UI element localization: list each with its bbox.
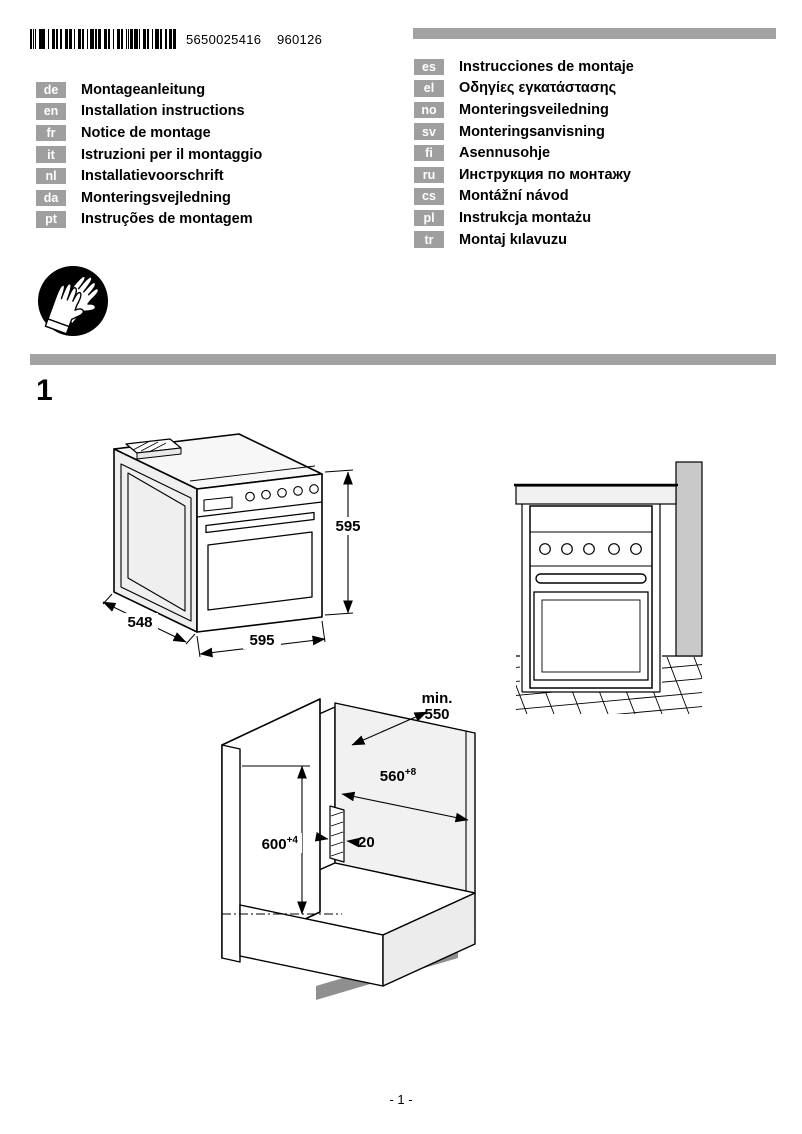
language-list-right: es Instrucciones de montaje el Οδηγίες ε… <box>414 56 634 250</box>
language-code-badge: pt <box>36 211 66 228</box>
figure-number: 1 <box>36 374 53 407</box>
oven-isometric-drawing: 595 595 548 <box>102 433 365 658</box>
language-row: es Instrucciones de montaje <box>414 56 634 78</box>
language-code-badge: tr <box>414 231 444 248</box>
gloves-illustration <box>44 275 100 335</box>
language-code-badge: it <box>36 146 66 163</box>
language-code-badge: ru <box>414 166 444 184</box>
oven-terminal-box <box>125 438 182 460</box>
control-panel-edge <box>196 501 323 518</box>
protective-gloves-icon <box>38 266 108 336</box>
niche-back-panel <box>334 702 476 894</box>
installation-drawings: 595 595 548 <box>102 433 703 1000</box>
language-title: Instruções de montagem <box>81 211 253 228</box>
language-row: fr Notice de montage <box>36 122 262 144</box>
installed-oven-door <box>533 591 649 681</box>
language-code-badge: sv <box>414 123 444 140</box>
installed-oven-drawing <box>514 461 703 714</box>
language-title: Istruzioni per il montaggio <box>81 146 263 163</box>
language-code-badge: es <box>414 58 444 76</box>
language-row: cs Montážní návod <box>414 186 634 208</box>
dim-rear-gap-label: 20 <box>358 834 375 851</box>
language-code-badge: nl <box>36 167 66 185</box>
oven-front-face <box>196 473 323 633</box>
page-number: - 1 - <box>389 1092 413 1107</box>
installed-oven-front <box>529 505 653 689</box>
countertop <box>515 485 677 505</box>
language-code-badge: fr <box>36 124 66 142</box>
dim-niche-height-label: 600+4 <box>262 835 299 853</box>
language-row: de Montageanleitung <box>36 79 262 101</box>
language-row: pl Instrukcja montażu <box>414 207 634 229</box>
dim-min-label: min. <box>422 690 453 707</box>
language-row: en Installation instructions <box>36 101 262 123</box>
oven-door-handle <box>205 511 315 534</box>
language-title: Instrukcja montażu <box>459 209 592 226</box>
dim-min-depth-label: 550 <box>424 706 449 723</box>
language-title: Οδηγίες εγκατάστασης <box>459 80 617 97</box>
language-row: no Monteringsveiledning <box>414 99 634 121</box>
oven-display <box>203 496 233 512</box>
header-rule <box>413 28 776 39</box>
language-title: Montageanleitung <box>81 81 206 98</box>
base-right-face <box>382 892 476 987</box>
dim-oven-width-label: 595 <box>249 632 274 649</box>
oven-knobs <box>245 484 319 502</box>
language-row: fi Asennusohje <box>414 142 634 164</box>
language-code-badge: no <box>414 101 444 119</box>
language-row: da Monteringsvejledning <box>36 187 262 209</box>
language-title: Monteringsanvisning <box>459 123 605 140</box>
language-code-badge: cs <box>414 188 444 205</box>
oven-door-window <box>207 531 313 611</box>
language-title: Installation instructions <box>81 103 245 120</box>
dim-oven-depth-label: 548 <box>127 614 152 631</box>
language-row: pt Instruções de montagem <box>36 209 262 231</box>
barcode <box>30 29 178 49</box>
language-row: el Οδηγίες εγκατάστασης <box>414 78 634 100</box>
wall <box>675 461 703 657</box>
language-code-badge: pl <box>414 209 444 227</box>
language-title: Monteringsvejledning <box>81 189 231 206</box>
language-title: Asennusohje <box>459 145 551 162</box>
language-title: Инструкция по монтажу <box>459 166 631 183</box>
language-title: Monteringsveiledning <box>459 101 609 118</box>
language-title: Notice de montage <box>81 124 211 141</box>
language-row: tr Montaj kılavuzu <box>414 229 634 251</box>
language-row: nl Installatievoorschrift <box>36 165 262 187</box>
language-code-badge: da <box>36 189 66 207</box>
language-row: it Istruzioni per il montaggio <box>36 144 262 166</box>
language-code-badge: en <box>36 103 66 120</box>
language-title: Montážní návod <box>459 188 569 205</box>
language-list-left: de Montageanleitung en Installation inst… <box>36 79 262 230</box>
language-code-badge: de <box>36 81 66 99</box>
dim-niche-width-label: 560+8 <box>380 767 417 785</box>
language-code-badge: fi <box>414 144 444 162</box>
language-title: Instrucciones de montaje <box>459 58 634 75</box>
language-row: ru Инструкция по монтажу <box>414 164 634 186</box>
installed-oven-handle <box>535 573 647 584</box>
language-row: sv Monteringsanvisning <box>414 121 634 143</box>
language-title: Installatievoorschrift <box>81 168 224 185</box>
rear-spacer-20mm <box>329 805 345 863</box>
language-code-badge: el <box>414 80 444 97</box>
installed-oven-knobs <box>539 543 642 555</box>
dim-oven-height-label: 595 <box>335 518 360 535</box>
section-divider <box>30 354 776 365</box>
language-title: Montaj kılavuzu <box>459 231 567 248</box>
cabinet-niche-drawing: min. 550 560+8 600+4 20 <box>221 690 476 1000</box>
barcode-number: 5650025416 960126 <box>186 31 323 47</box>
left-panel-front-edge <box>221 744 241 963</box>
barcode-block: 5650025416 960126 <box>30 29 322 49</box>
